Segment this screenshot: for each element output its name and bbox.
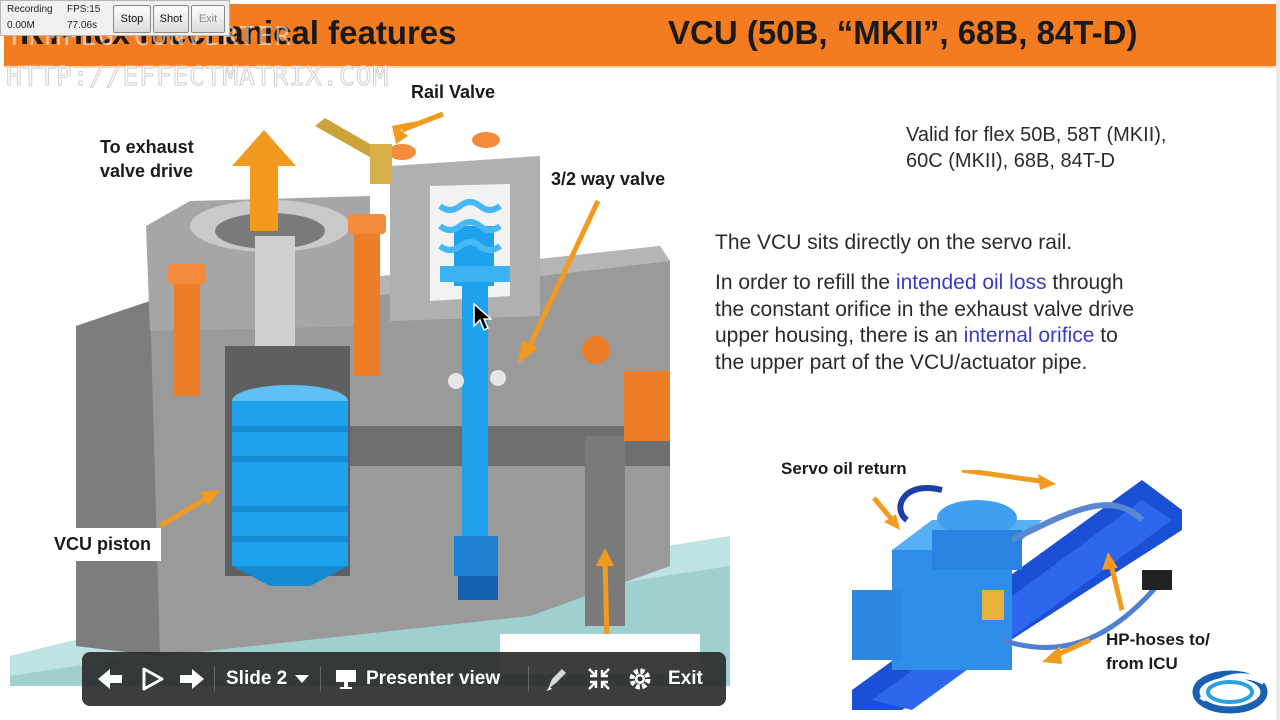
arrow-left-icon — [98, 669, 122, 689]
label-vcu-piston: VCU piston — [44, 528, 161, 561]
recorder-shot-button[interactable]: Shot — [153, 5, 189, 33]
navbar-divider — [320, 666, 321, 692]
recorder-toolbar: Recording FPS:15 0.00M 77.06s Stop Shot … — [0, 0, 230, 36]
text-segment: to — [1094, 324, 1118, 347]
validity-line-2: 60C (MKII), 68B, 84T-D — [906, 150, 1115, 172]
next-slide-button[interactable] — [178, 652, 206, 706]
label-servo-oil-return: Servo oil return — [781, 459, 907, 478]
recorder-exit-button[interactable]: Exit — [191, 5, 225, 33]
recorder-size: 0.00M — [7, 20, 35, 31]
recorder-stop-button[interactable]: Stop — [113, 5, 151, 33]
navbar-divider — [214, 666, 215, 692]
play-button[interactable] — [140, 652, 164, 706]
paragraph-2-line-3: upper housing, there is an internal orif… — [715, 323, 1134, 350]
validity-line-1: Valid for flex 50B, 58T (MKII), — [906, 124, 1167, 146]
highlight-intended-oil-loss: intended oil loss — [895, 271, 1047, 294]
chevron-down-icon — [295, 675, 310, 683]
highlight-internal-orifice: internal orifice — [963, 324, 1095, 347]
label-to-exhaust-line2: valve drive — [100, 161, 194, 181]
paragraph-2-line-2: the constant orifice in the exhaust valv… — [715, 297, 1135, 321]
mouse-cursor-icon — [473, 302, 492, 332]
label-hp-hoses-line2: from ICU — [1106, 654, 1178, 673]
company-logo — [1192, 670, 1268, 714]
gear-icon — [629, 668, 651, 690]
label-3-2-way-valve: 3/2 way valve — [551, 169, 666, 189]
recorder-time: 77.06s — [67, 20, 98, 31]
arrow-right-icon — [180, 669, 204, 689]
collapse-button[interactable] — [586, 652, 612, 706]
play-icon — [142, 667, 164, 691]
shrink-icon — [588, 668, 610, 690]
text-segment: In order to refill the — [715, 271, 896, 294]
header-divider — [4, 66, 1276, 68]
slide-selector-dropdown[interactable]: Slide 2 — [226, 652, 311, 706]
settings-button[interactable] — [626, 652, 654, 706]
slide-selector-label: Slide 2 — [226, 668, 288, 689]
exit-presentation-button[interactable]: Exit — [668, 668, 703, 689]
validity-note: Valid for flex 50B, 58T (MKII), 60C (MKI… — [906, 122, 1166, 174]
label-rail-valve: Rail Valve — [411, 82, 496, 102]
pen-tool-button[interactable] — [542, 652, 570, 706]
presenter-view-label: Presenter view — [366, 668, 501, 689]
laser-pen-icon — [546, 669, 566, 691]
slide-subtitle: VCU (50B, “MKII”, 68B, 84T-D) — [668, 14, 1138, 51]
watermark-url: HTTP://EFFECTMATRIX.COM — [5, 62, 390, 93]
text-segment: through — [1046, 271, 1124, 294]
label-to-exhaust-line1: To exhaust — [100, 137, 194, 157]
paragraph-2-line-4: the upper part of the VCU/actuator pipe. — [715, 350, 1088, 374]
window-edge — [1276, 0, 1280, 720]
vcu-servo-rail-illustration — [852, 470, 1182, 710]
paragraph-1: The VCU sits directly on the servo rail. — [715, 231, 1073, 254]
paragraph-2-line-1: In order to refill the intended oil loss… — [715, 270, 1134, 297]
paragraph-2: In order to refill the intended oil loss… — [715, 270, 1134, 376]
presenter-screen-icon — [336, 670, 356, 689]
vcu-cutaway-illustration — [10, 111, 730, 686]
prev-slide-button[interactable] — [96, 652, 124, 706]
recorder-status: Recording — [7, 4, 53, 15]
recorder-fps: FPS:15 — [67, 4, 101, 15]
presentation-navbar: Slide 2 Presenter view Exit — [82, 652, 726, 706]
presenter-view-button[interactable]: Presenter view — [334, 652, 500, 706]
navbar-divider — [528, 666, 529, 692]
text-segment: upper housing, there is an — [715, 324, 964, 347]
label-hp-hoses-line1: HP-hoses to/ — [1106, 630, 1210, 649]
